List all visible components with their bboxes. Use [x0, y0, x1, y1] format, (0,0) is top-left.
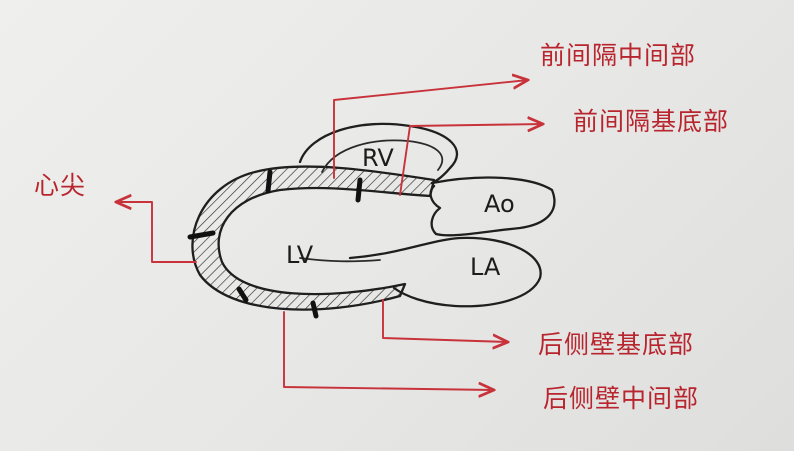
label-apex: 心尖: [34, 171, 86, 200]
lv-inner-line: [299, 257, 381, 263]
rv-label: RV: [362, 144, 394, 172]
pointer-apex: [116, 202, 197, 263]
pointer-anterior-septum-basal: [399, 124, 543, 196]
divider-lateral-mid: [310, 300, 319, 319]
pointer-anterior-septum-mid: [333, 80, 528, 179]
ao-outline: [429, 176, 556, 237]
rv-outline: [298, 122, 459, 185]
lv-label: LV: [286, 241, 314, 269]
divider-apex-upper: [187, 230, 216, 240]
label-posterolateral-mid: 后侧壁中间部: [543, 384, 699, 413]
myocardium-wall: [191, 165, 436, 311]
divider-septum-mid-basal: [355, 177, 363, 203]
pointer-posterolateral-basal: [382, 299, 508, 342]
label-anterior-septum-basal: 前间隔基底部: [573, 107, 729, 136]
ao-label: Ao: [484, 190, 515, 218]
label-posterolateral-basal: 后侧壁基底部: [538, 330, 694, 359]
la-label: LA: [470, 253, 501, 281]
divider-apex-lower: [236, 286, 249, 303]
divider-septum-apical: [265, 169, 273, 194]
pointer-posterolateral-mid: [283, 311, 494, 390]
la-outline: [348, 236, 542, 308]
label-anterior-septum-mid: 前间隔中间部: [540, 41, 696, 70]
